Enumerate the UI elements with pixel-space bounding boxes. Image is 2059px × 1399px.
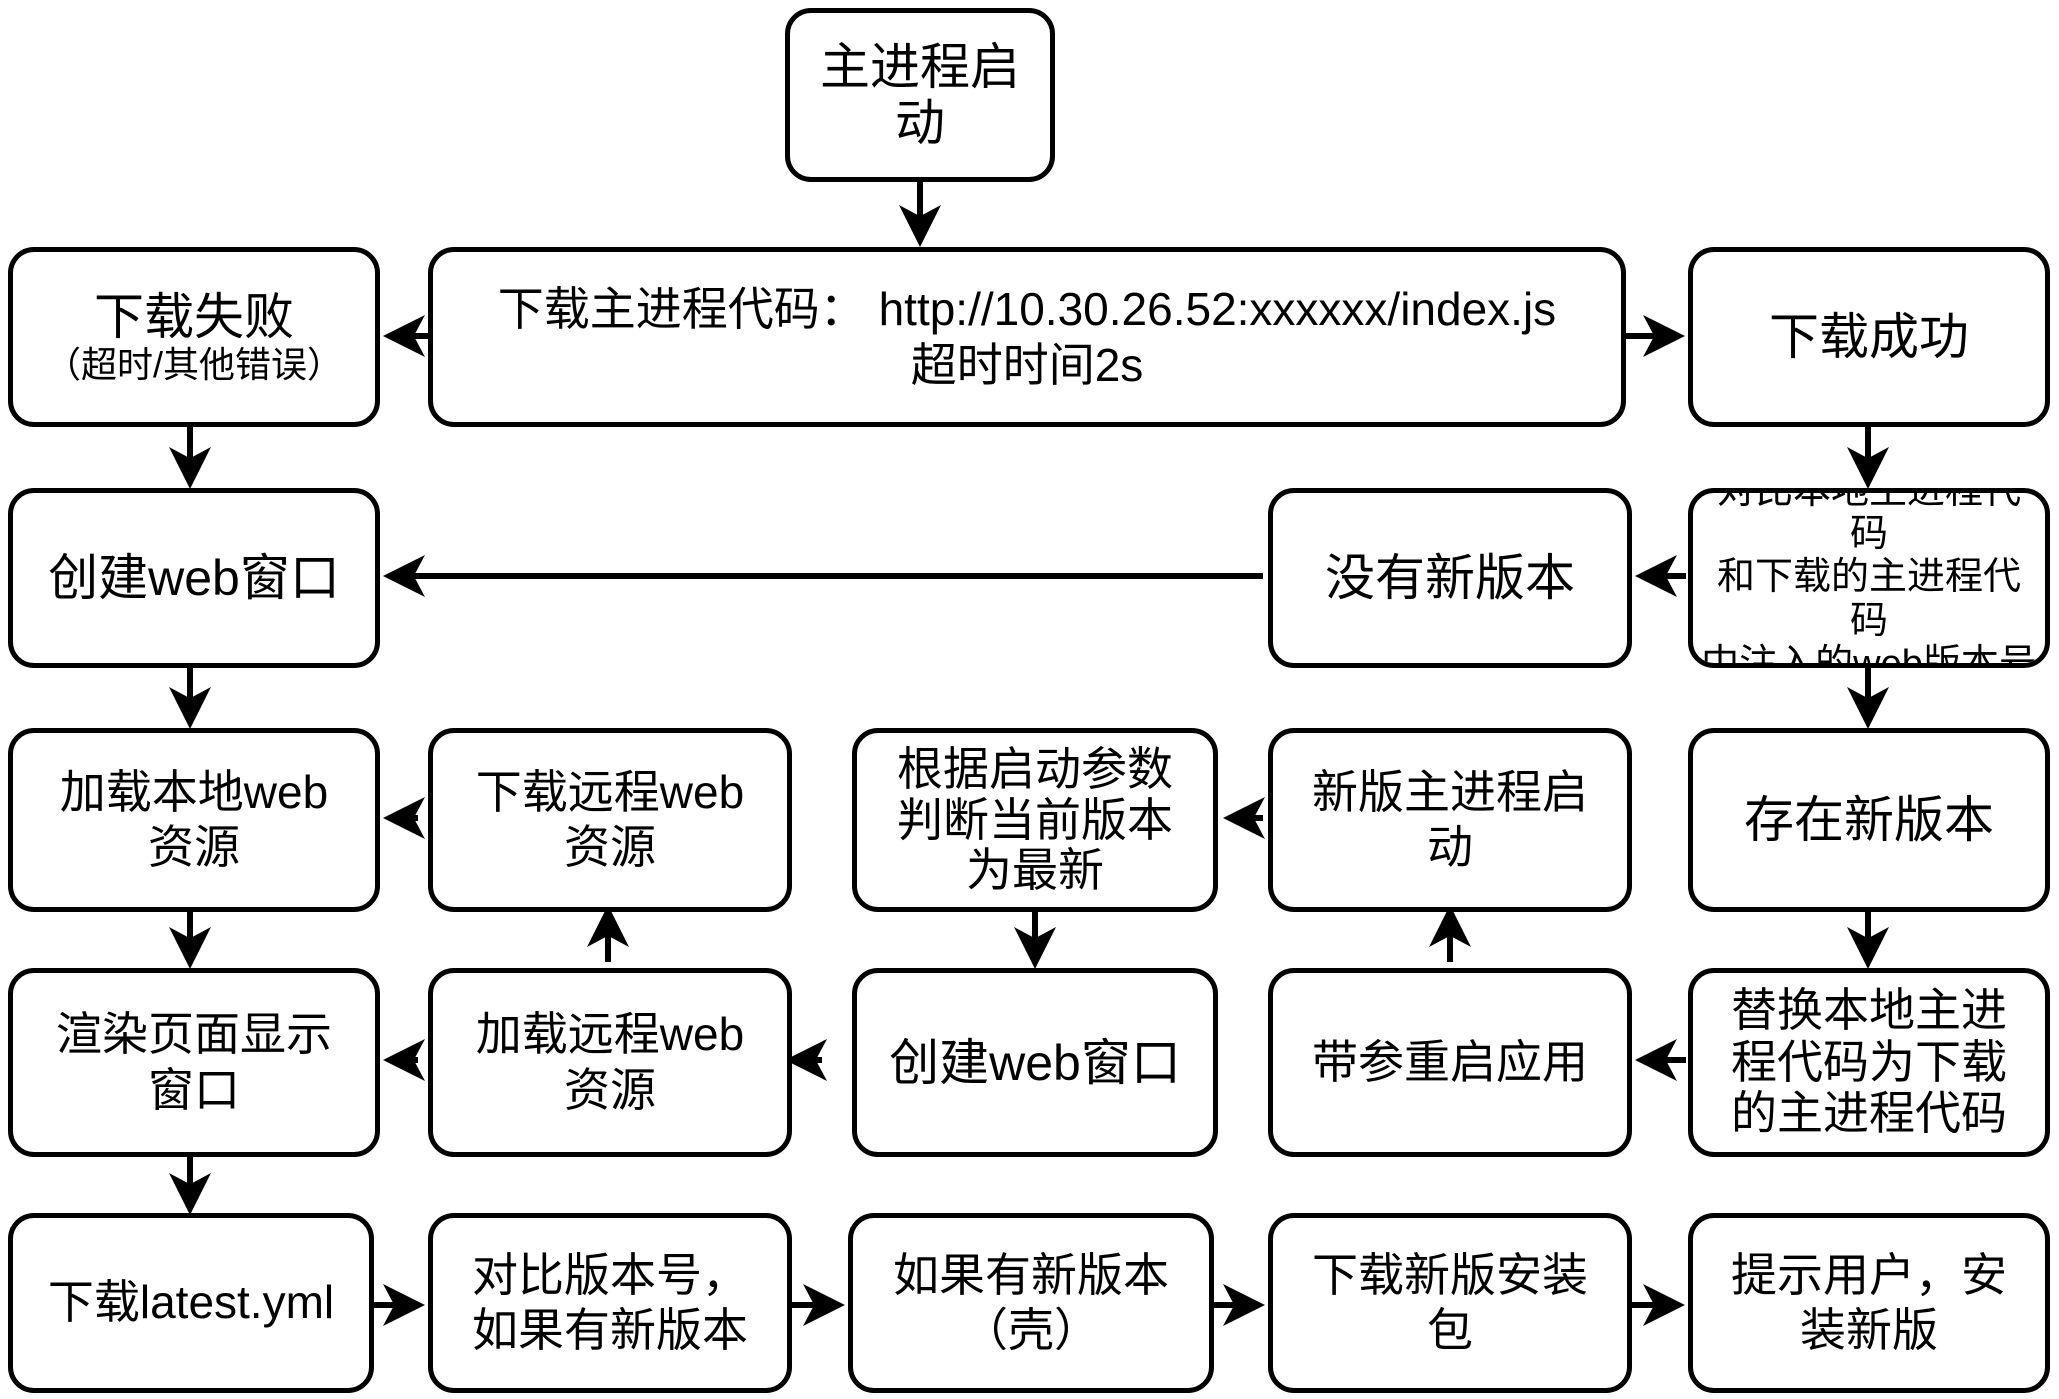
node-load-local-web[interactable]: 加载本地web 资源 bbox=[8, 728, 380, 912]
node-main-start[interactable]: 主进程启动 bbox=[785, 8, 1055, 182]
node-restart-with-args[interactable]: 带参重启应用 bbox=[1268, 968, 1632, 1157]
node-label: 根据启动参数 判断当前版本 为最新 bbox=[897, 743, 1173, 897]
node-download-success[interactable]: 下载成功 bbox=[1688, 247, 2050, 427]
node-load-remote-web[interactable]: 加载远程web 资源 bbox=[428, 968, 792, 1157]
node-label: 加载远程web 资源 bbox=[475, 1008, 745, 1116]
node-download-remote-web[interactable]: 下载远程web 资源 bbox=[428, 728, 792, 912]
node-new-main-start[interactable]: 新版主进程启 动 bbox=[1268, 728, 1632, 912]
node-judge-latest[interactable]: 根据启动参数 判断当前版本 为最新 bbox=[852, 728, 1218, 912]
node-label: 下载失败 bbox=[94, 288, 294, 345]
node-label: 渲染页面显示 窗口 bbox=[56, 1008, 332, 1116]
node-download-installer[interactable]: 下载新版安装 包 bbox=[1268, 1213, 1632, 1393]
node-compare-web-version[interactable]: 对比本地主进程代码 和下载的主进程代码 中注入的web版本号 bbox=[1688, 488, 2050, 668]
node-label: 替换本地主进 程代码为下载 的主进程代码 bbox=[1731, 984, 2007, 1140]
node-label: 创建web窗口 bbox=[48, 550, 340, 606]
node-create-web-window-1[interactable]: 创建web窗口 bbox=[8, 488, 380, 668]
node-sublabel: （超时/其他错误） bbox=[44, 343, 343, 385]
node-if-new-shell[interactable]: 如果有新版本 （壳） bbox=[848, 1213, 1214, 1393]
node-label: 对比版本号， 如果有新版本 bbox=[472, 1248, 748, 1356]
node-compare-version[interactable]: 对比版本号， 如果有新版本 bbox=[428, 1213, 792, 1393]
node-label: 下载主进程代码： http://10.30.26.52:xxxxxx/index… bbox=[497, 282, 1557, 391]
node-no-new-version[interactable]: 没有新版本 bbox=[1268, 488, 1632, 668]
node-label: 新版主进程启 动 bbox=[1312, 765, 1588, 873]
node-label: 下载成功 bbox=[1769, 309, 1969, 365]
node-label: 加载本地web 资源 bbox=[59, 765, 329, 873]
node-label: 主进程启动 bbox=[820, 39, 1020, 151]
node-label: 下载latest.yml bbox=[47, 1276, 335, 1329]
node-download-latest-yml[interactable]: 下载latest.yml bbox=[8, 1213, 374, 1393]
node-label: 创建web窗口 bbox=[889, 1034, 1181, 1091]
node-label: 存在新版本 bbox=[1744, 792, 1994, 848]
node-create-web-window-2[interactable]: 创建web窗口 bbox=[852, 968, 1218, 1157]
node-label: 如果有新版本 （壳） bbox=[893, 1248, 1169, 1356]
node-label: 没有新版本 bbox=[1325, 550, 1575, 606]
node-download-fail[interactable]: 下载失败 （超时/其他错误） bbox=[8, 247, 380, 427]
node-download-main-code[interactable]: 下载主进程代码： http://10.30.26.52:xxxxxx/index… bbox=[428, 247, 1626, 427]
node-label: 对比本地主进程代码 和下载的主进程代码 中注入的web版本号 bbox=[1701, 488, 2037, 668]
node-label: 下载新版安装 包 bbox=[1312, 1248, 1588, 1356]
node-prompt-user[interactable]: 提示用户，安 装新版 bbox=[1688, 1213, 2050, 1393]
node-replace-local-code[interactable]: 替换本地主进 程代码为下载 的主进程代码 bbox=[1688, 968, 2050, 1157]
node-label: 带参重启应用 bbox=[1312, 1035, 1588, 1088]
node-render-page[interactable]: 渲染页面显示 窗口 bbox=[8, 968, 380, 1157]
node-label: 提示用户，安 装新版 bbox=[1731, 1248, 2007, 1356]
node-has-new-version[interactable]: 存在新版本 bbox=[1688, 728, 2050, 912]
node-label: 下载远程web 资源 bbox=[475, 765, 745, 873]
